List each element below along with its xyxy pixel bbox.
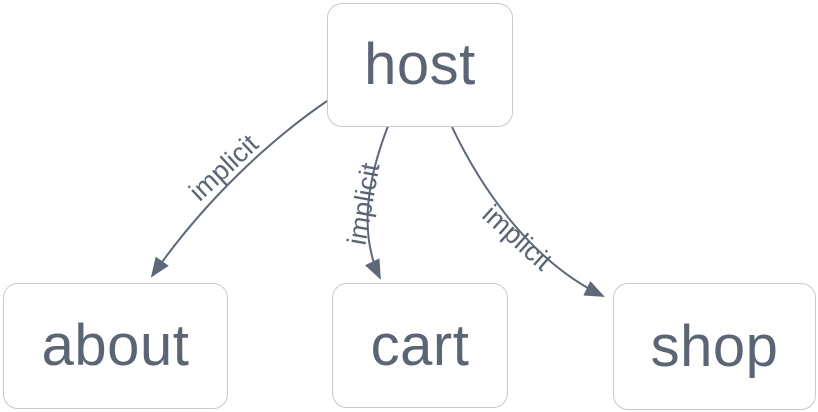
edge-host-shop	[451, 126, 605, 297]
node-shop-label: shop	[650, 313, 779, 379]
node-host: host	[327, 3, 513, 127]
node-shop: shop	[613, 283, 816, 410]
node-cart: cart	[332, 283, 508, 408]
edge-host-about	[150, 100, 328, 278]
node-about: about	[3, 283, 228, 409]
edge-host-cart	[365, 125, 389, 280]
node-cart-label: cart	[370, 312, 470, 378]
node-about-label: about	[41, 313, 190, 378]
node-host-label: host	[364, 32, 476, 97]
